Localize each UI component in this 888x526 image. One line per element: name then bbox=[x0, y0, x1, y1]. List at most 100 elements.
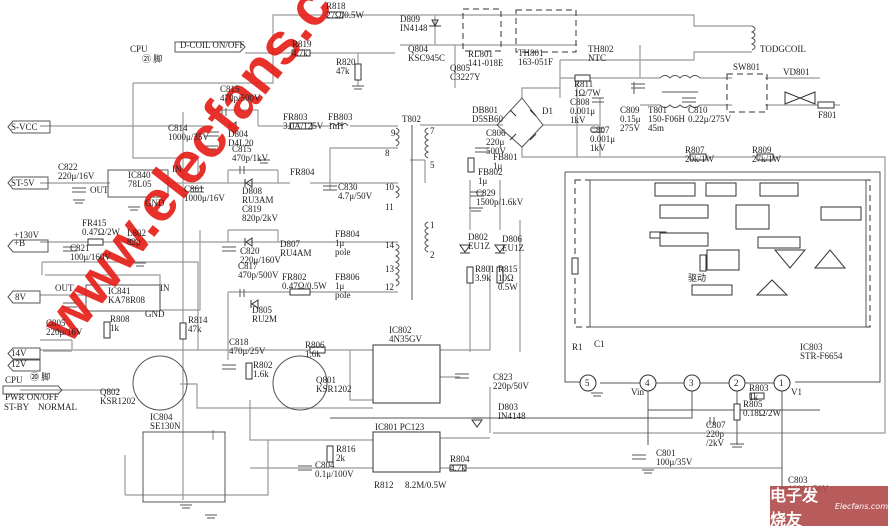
connector-cpu21: CPU bbox=[130, 44, 148, 54]
label-ic841in-ref: IN bbox=[160, 283, 170, 293]
label-c807b-value: /2kV bbox=[706, 438, 725, 448]
label-c829-value: 1500p/1.6kV bbox=[476, 197, 524, 207]
t802-pin-number: 2 bbox=[430, 250, 435, 260]
label-r807-ref: R807 bbox=[685, 145, 705, 155]
t802-pin-number: 1 bbox=[430, 220, 435, 230]
q801-outline bbox=[272, 355, 328, 411]
label-c806-ref: C806 bbox=[486, 128, 506, 138]
connector-normal: NORMAL bbox=[38, 402, 77, 412]
label-c818-value: 470μ/25V bbox=[229, 346, 266, 356]
ground-symbols bbox=[73, 85, 744, 519]
label-ic841-value: KA78R08 bbox=[108, 295, 146, 305]
label-c820-value: 220μ/160V bbox=[240, 255, 281, 265]
label-c807a-ref: C807 bbox=[590, 125, 610, 135]
ic801-body bbox=[372, 431, 441, 473]
connector-arrow-2 bbox=[7, 239, 49, 253]
label-c801-value: 100μ/35V bbox=[656, 457, 693, 467]
label-vin-ref: Vin bbox=[631, 387, 644, 397]
label-c861-value: 1000μ/16V bbox=[184, 193, 225, 203]
label-c809-ref: C809 bbox=[620, 105, 640, 115]
label-t801-ref: T801 bbox=[648, 105, 667, 115]
connector-todgcoil: TODGCOIL bbox=[760, 44, 806, 54]
ic802-body bbox=[372, 344, 441, 404]
t802-pin-number: 12 bbox=[385, 282, 394, 292]
label-ic840gnd-ref: GND bbox=[145, 198, 165, 208]
connector-arrow-5 bbox=[7, 359, 41, 372]
label-c807b-value: 220p bbox=[706, 429, 725, 439]
label-fr804-ref: FR804 bbox=[290, 167, 315, 177]
label-c814-value: 1000μ/35V bbox=[168, 132, 209, 142]
label-c804-value: 0.1μ/100V bbox=[315, 469, 354, 479]
t802-pin-number: 11 bbox=[385, 202, 394, 212]
label-fr803-ref: FR803 bbox=[283, 112, 308, 122]
ic841-body bbox=[85, 284, 161, 312]
label-ic840-ref: IC840 bbox=[128, 170, 151, 180]
connector-cpu20: CPU bbox=[5, 375, 23, 385]
label-q804-value: KSC945C bbox=[408, 53, 445, 63]
wires bbox=[20, 14, 886, 500]
label-c815a-ref: C815 bbox=[220, 84, 240, 94]
label-c808-value: 0.001μ bbox=[570, 106, 595, 116]
label-c822-ref: C822 bbox=[58, 162, 78, 172]
t802-pin-number: 5 bbox=[430, 160, 435, 170]
label-r802-ref: R802 bbox=[253, 360, 273, 370]
label-r820-value: 47k bbox=[336, 66, 350, 76]
label-r814-ref: R814 bbox=[188, 315, 208, 325]
connector-pb: +B bbox=[14, 238, 25, 248]
connector-arrow-0 bbox=[7, 120, 51, 134]
ic803-pin-3 bbox=[683, 374, 701, 392]
label-fb804-ref: FB804 bbox=[335, 229, 360, 239]
label-d802-ref: D802 bbox=[468, 232, 488, 242]
label-r811-ref: R811 bbox=[574, 79, 593, 89]
label-c817-ref: C817 bbox=[238, 261, 258, 271]
t802-pin-number: 14 bbox=[385, 240, 395, 250]
label-r818-value: 27Ω/0.5W bbox=[326, 10, 364, 20]
label-d1-ref: D1 bbox=[542, 106, 553, 116]
logo-cn: 电子发烧友 bbox=[770, 486, 819, 526]
label-ic801-ref: IC801 PC123 bbox=[375, 422, 425, 432]
label-c822-value: 220μ/16V bbox=[58, 171, 95, 181]
connector-cpu21_pin: ㉑ 脚 bbox=[142, 54, 162, 64]
label-c830-ref: C830 bbox=[338, 182, 358, 192]
ic803-pin-1 bbox=[773, 374, 791, 392]
t802-pin-number: 8 bbox=[385, 148, 390, 158]
label-r819-value: 4.7k bbox=[292, 48, 308, 58]
sw801-box bbox=[726, 73, 768, 113]
connector-v8: 8V bbox=[15, 292, 27, 302]
label-d805-ref: D805 bbox=[252, 305, 272, 315]
t802-coils bbox=[127, 25, 756, 287]
label-r808-ref: R808 bbox=[110, 314, 130, 324]
label-fb802-ref: FB802 bbox=[478, 167, 503, 177]
label-d806-ref: D806 bbox=[502, 234, 522, 244]
ic803-pin-number: 5 bbox=[585, 378, 590, 388]
label-fb803-ref: FB803 bbox=[328, 112, 353, 122]
label-t801-value: 45m bbox=[648, 123, 664, 133]
label-r814-value: 47k bbox=[188, 324, 202, 334]
label-r816-ref: R816 bbox=[336, 444, 356, 454]
label-d807-value: RU4AM bbox=[280, 248, 312, 258]
label-fb803-value: 1nH bbox=[328, 121, 344, 131]
connector-p130: +130V bbox=[14, 230, 40, 240]
label-sw801-ref: SW801 bbox=[733, 62, 760, 72]
label-q801-value: KSR1202 bbox=[316, 384, 352, 394]
label-c820-ref: C820 bbox=[240, 246, 260, 256]
t802-pin-number: 13 bbox=[385, 264, 395, 274]
th801-box bbox=[515, 9, 577, 53]
label-c821-ref: C821 bbox=[70, 243, 90, 253]
label-fb804-value: 1μ bbox=[335, 238, 345, 248]
label-c1-ref: C1 bbox=[594, 339, 605, 349]
label-f801-ref: F801 bbox=[818, 110, 837, 120]
label-fb806-value: 1μ bbox=[335, 281, 345, 291]
label-fb804-value: pole bbox=[335, 247, 351, 257]
label-r809-value: 27k/1W bbox=[752, 154, 782, 164]
label-ic840-value: 78L05 bbox=[128, 179, 152, 189]
label-ic841out-ref: OUT bbox=[55, 283, 74, 293]
label-c804-ref: C804 bbox=[315, 460, 335, 470]
label-c806-value: 220μ bbox=[486, 137, 505, 147]
label-q802-ref: Q802 bbox=[100, 387, 120, 397]
label-v1-ref: V1 bbox=[791, 387, 802, 397]
resistors bbox=[87, 11, 835, 472]
label-fb806-value: pole bbox=[335, 290, 351, 300]
label-r806-value: 1.6k bbox=[305, 349, 321, 359]
label-db801-ref: DB801 bbox=[472, 105, 498, 115]
